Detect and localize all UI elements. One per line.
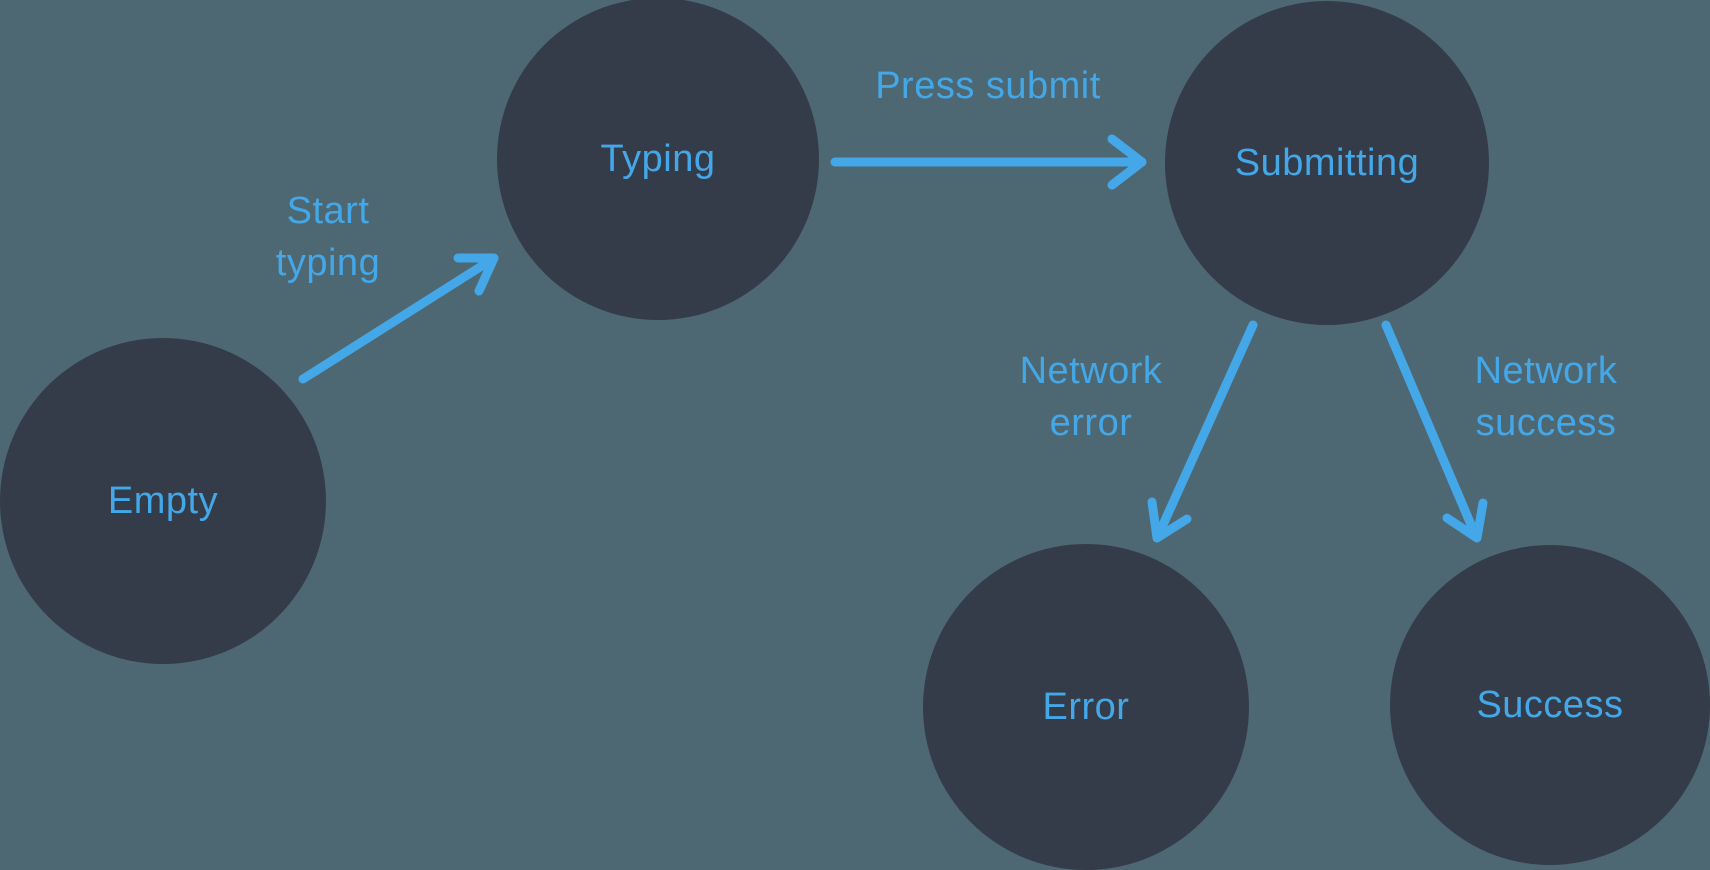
arrow-press-submit bbox=[830, 134, 1147, 190]
arrow-network-success bbox=[1381, 320, 1488, 543]
transition-label-line: success bbox=[1475, 402, 1617, 444]
transition-label-line: Press submit bbox=[875, 65, 1101, 107]
transition-label-line: error bbox=[1049, 402, 1133, 444]
state-node-submitting: Submitting bbox=[1165, 1, 1489, 325]
state-node-success: Success bbox=[1390, 545, 1710, 865]
transition-label-line: Start bbox=[286, 190, 370, 232]
transition-label-line: typing bbox=[275, 242, 381, 284]
transition-label-line: Network bbox=[1474, 350, 1618, 392]
state-label-submitting: Submitting bbox=[1234, 141, 1420, 184]
state-label-typing: Typing bbox=[600, 137, 716, 180]
transition-label-network-success: Network success bbox=[1475, 345, 1618, 449]
transition-label-start-typing: Start typing bbox=[276, 185, 380, 289]
state-node-empty: Empty bbox=[0, 338, 326, 664]
state-node-typing: Typing bbox=[497, 0, 819, 320]
state-node-error: Error bbox=[923, 544, 1249, 870]
transition-label-network-error: Network error bbox=[1020, 345, 1163, 449]
transition-label-line: Network bbox=[1019, 350, 1163, 392]
state-label-success: Success bbox=[1476, 683, 1624, 726]
transition-label-press-submit: Press submit bbox=[875, 60, 1101, 112]
arrow-network-error bbox=[1147, 320, 1258, 543]
state-label-error: Error bbox=[1042, 685, 1130, 728]
state-label-empty: Empty bbox=[107, 479, 219, 522]
